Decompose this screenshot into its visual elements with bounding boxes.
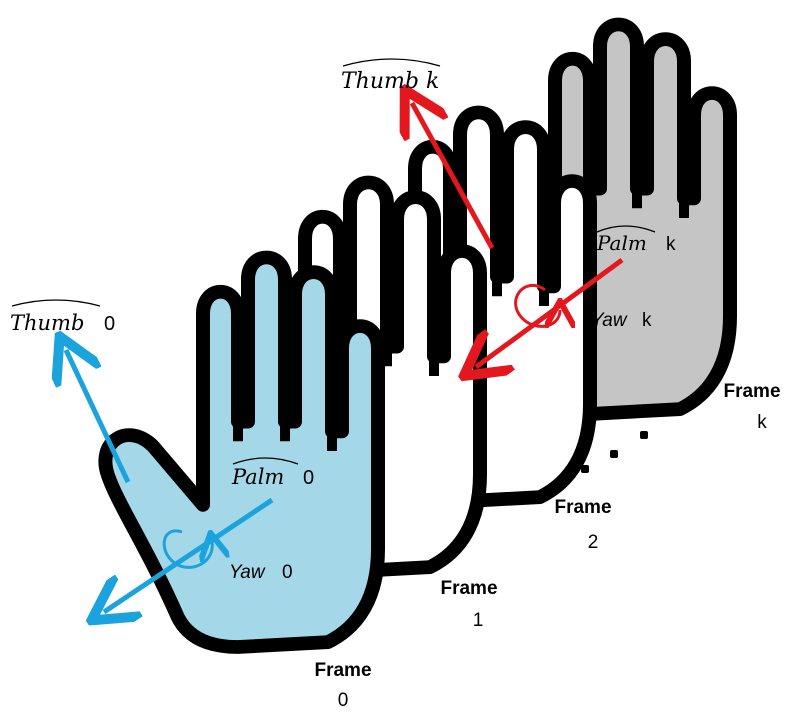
svg-text:Thumb k: Thumb k	[341, 69, 439, 94]
svg-text:Frame: Frame	[723, 381, 780, 402]
frame-0-label: Frame 0	[314, 660, 371, 711]
svg-text:0: 0	[282, 562, 293, 583]
frame-k-label: Frame k	[723, 381, 780, 433]
svg-text:k: k	[757, 412, 767, 433]
yaw-0-label: Yaw 0	[229, 562, 293, 583]
frame-2-label: Frame 2	[554, 497, 611, 553]
thumb-0-label: Thumb 0	[10, 300, 115, 335]
hand-frame-0-icon	[105, 257, 378, 647]
yaw-k-label: Yaw k	[591, 310, 652, 331]
svg-text:Frame: Frame	[440, 578, 497, 599]
svg-text:1: 1	[473, 610, 484, 631]
svg-text:Frame: Frame	[554, 497, 611, 518]
svg-text:0: 0	[338, 690, 349, 711]
svg-text:Frame: Frame	[314, 660, 371, 681]
svg-text:Yaw: Yaw	[229, 562, 266, 583]
svg-text:k: k	[642, 310, 652, 331]
thumb-k-label: Thumb k	[341, 59, 440, 94]
thumb-0-vector-arrow	[66, 350, 128, 482]
svg-text:0: 0	[104, 313, 115, 335]
svg-text:k: k	[666, 234, 676, 255]
svg-text:Palm: Palm	[596, 231, 647, 255]
svg-text:Yaw: Yaw	[591, 310, 628, 331]
svg-text:2: 2	[588, 532, 599, 553]
frame-1-label: Frame 1	[440, 578, 497, 631]
svg-text:Palm: Palm	[231, 465, 284, 489]
svg-text:Thumb: Thumb	[10, 311, 84, 335]
svg-text:0: 0	[303, 467, 314, 489]
